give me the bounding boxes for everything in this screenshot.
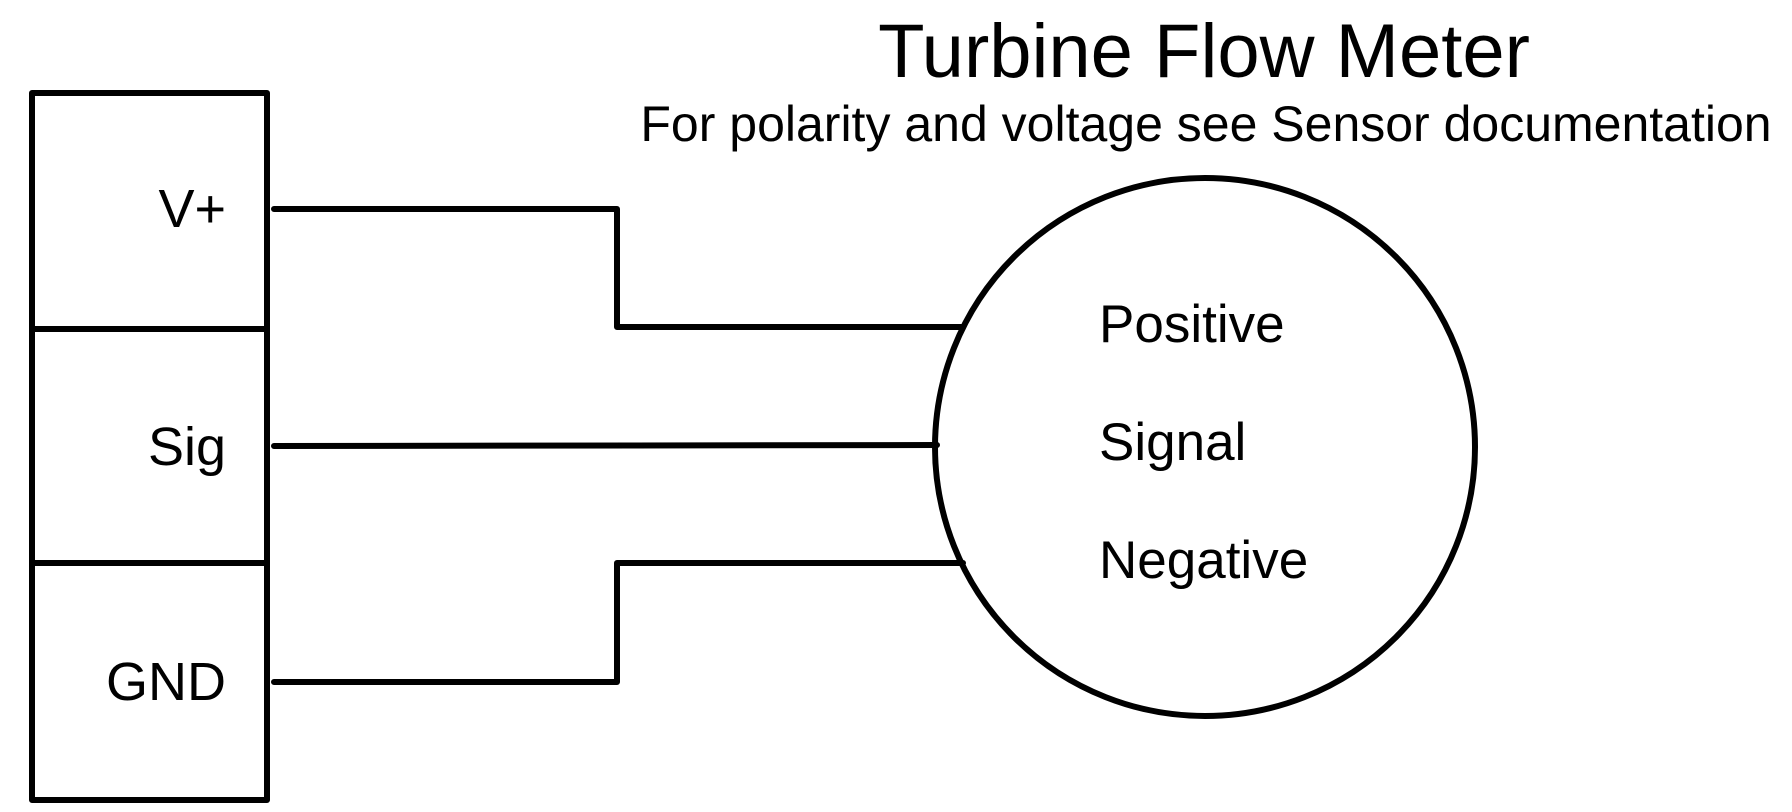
wire-sig-to-signal	[271, 442, 940, 449]
pin-label-gnd: GND	[106, 652, 226, 712]
terminal-block: V+ Sig GND	[29, 90, 270, 803]
wire-gnd-to-negative	[271, 560, 966, 685]
sensor-terminal-signal: Signal	[1099, 413, 1246, 472]
terminal-block-outline	[29, 90, 270, 803]
sensor-body	[932, 175, 1478, 719]
diagram-subtitle: For polarity and voltage see Sensor docu…	[640, 96, 1771, 152]
pin-label-v-plus: V+	[158, 179, 226, 239]
sensor-terminal-negative: Negative	[1099, 531, 1308, 590]
wire-v-plus-to-positive	[271, 206, 966, 330]
diagram-title: Turbine Flow Meter	[878, 9, 1530, 94]
turbine-flow-meter-sensor: Positive Signal Negative	[932, 175, 1478, 719]
pin-label-sig: Sig	[148, 417, 226, 477]
sensor-terminal-positive: Positive	[1099, 295, 1285, 354]
